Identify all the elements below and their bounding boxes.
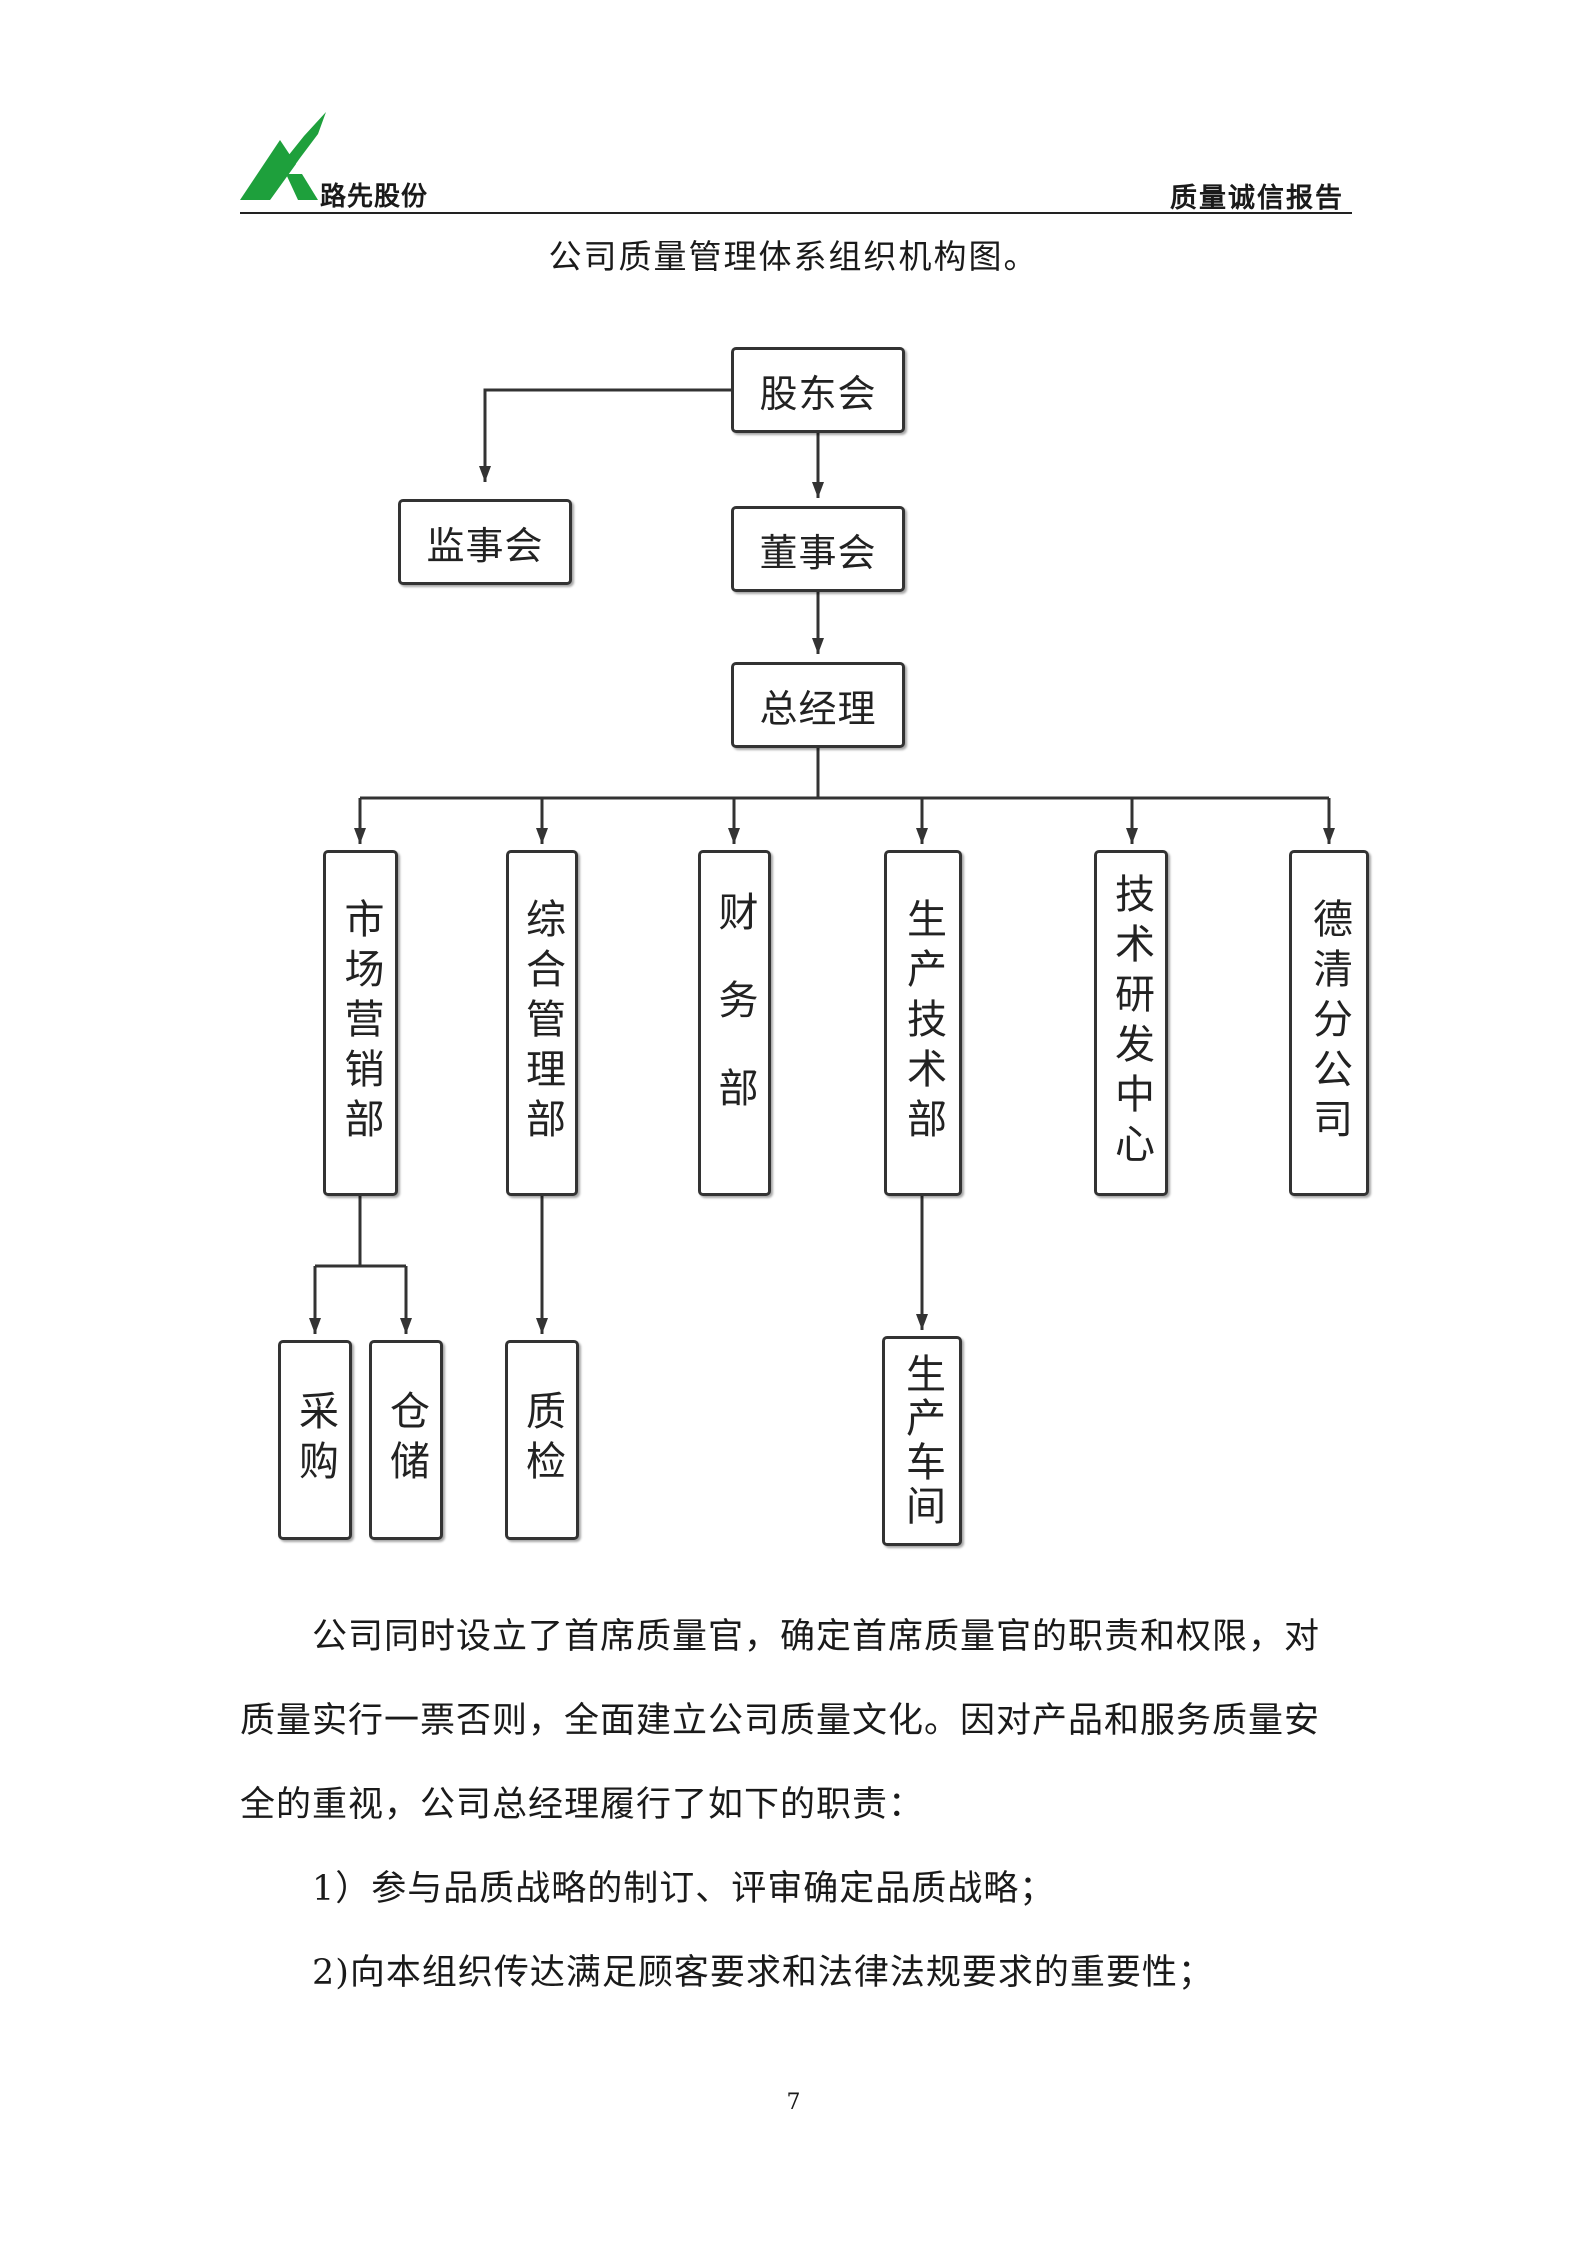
company-logo-icon — [240, 112, 326, 200]
org-node-supervisors: 监事会 — [398, 499, 572, 585]
org-node-qc: 质检 — [505, 1340, 579, 1540]
org-node-workshop: 生产车间 — [882, 1336, 962, 1546]
org-node-shareholders: 股东会 — [731, 347, 905, 433]
org-chart-connectors — [309, 388, 1335, 1334]
list-item: 1）参与品质战略的制订、评审确定品质战略； — [312, 1869, 1056, 1909]
org-node-deqing: 德清分公司 — [1289, 850, 1369, 1196]
org-node-general-manager: 总经理 — [731, 662, 905, 748]
org-node-admin: 综合管理部 — [506, 850, 578, 1196]
report-title: 质量诚信报告 — [1170, 183, 1344, 214]
list-item: 2)向本组织传达满足顾客要求和法律法规要求的重要性； — [312, 1953, 1214, 1993]
org-node-marketing: 市场营销部 — [323, 850, 398, 1196]
org-node-production-tech: 生产技术部 — [884, 850, 962, 1196]
body-paragraph: 公司同时设立了首席质量官，确定首席质量官的职责和权限，对质量实行一票否则，全面建… — [240, 1617, 1321, 1825]
company-name: 路先股份 — [320, 182, 429, 212]
org-node-finance: 财务部 — [698, 850, 771, 1196]
org-node-purchasing: 采购 — [278, 1340, 352, 1540]
org-node-warehouse: 仓储 — [369, 1340, 443, 1540]
org-node-board: 董事会 — [731, 506, 905, 592]
header-divider — [240, 212, 1352, 214]
org-node-rnd: 技术研发中心 — [1094, 850, 1168, 1196]
chart-caption: 公司质量管理体系组织机构图。 — [548, 237, 1039, 276]
page-number: 7 — [786, 2090, 801, 2115]
page-header: 路先股份 质量诚信报告 — [240, 112, 1352, 214]
